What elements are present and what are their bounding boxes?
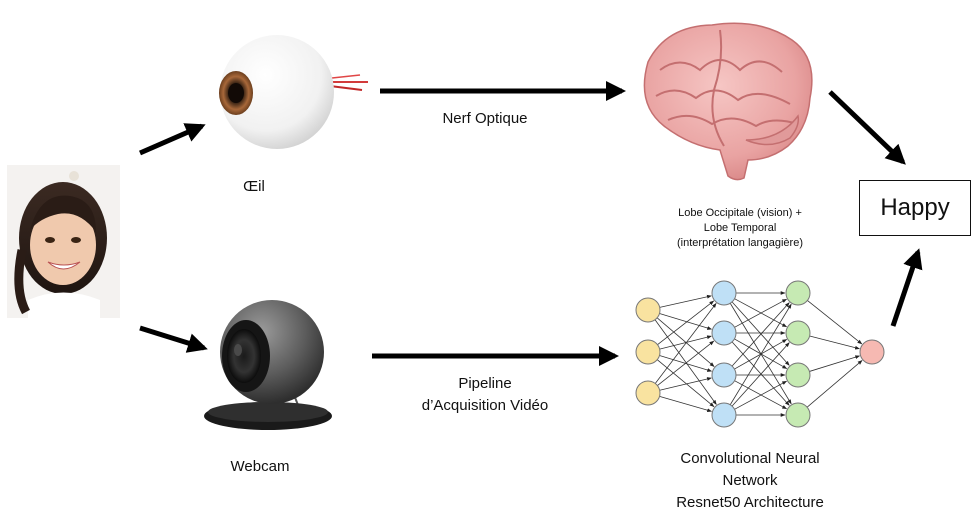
brain-label-line-2: Lobe Temporal xyxy=(703,222,777,234)
nn-edge xyxy=(809,355,861,372)
cnn-label-line-2: Network xyxy=(722,472,778,489)
brain-label-line-3: (interprétation langagière) xyxy=(677,237,803,249)
arrow-brain-to-output xyxy=(828,90,906,165)
nn-edge xyxy=(657,340,715,386)
nn-node xyxy=(785,402,811,428)
nn-node xyxy=(711,280,737,306)
pipeline-label-line-2: d’Acquisition Vidéo xyxy=(421,397,549,414)
output-label: Happy xyxy=(880,194,950,221)
nn-edge xyxy=(729,303,792,405)
nn-edge xyxy=(659,313,713,330)
nn-node xyxy=(711,320,737,346)
cnn-label: Convolutional Neural Network Resnet50 Ar… xyxy=(650,448,850,514)
brain-label-line-1: Lobe Occipitale (vision) + xyxy=(678,207,802,219)
nn-edge xyxy=(734,298,787,328)
webcam-label: Webcam xyxy=(230,458,290,475)
output-box: Happy xyxy=(859,180,971,236)
eye-label: Œil xyxy=(243,178,265,195)
nn-edge xyxy=(659,335,712,350)
nn-edge xyxy=(734,298,787,328)
nn-edge xyxy=(654,302,717,384)
arrow-photo-to-webcam xyxy=(139,325,208,353)
nn-node xyxy=(635,297,661,323)
webcam-icon xyxy=(204,300,332,430)
nn-edge xyxy=(656,317,715,367)
nn-node xyxy=(711,362,737,388)
nn-node xyxy=(711,402,737,428)
nn-node xyxy=(635,339,661,365)
nn-edge xyxy=(734,380,787,410)
nn-edge xyxy=(731,301,790,366)
eye-icon xyxy=(219,35,368,149)
pipeline-label-line-1: Pipeline xyxy=(458,375,512,392)
arrow-photo-to-eye xyxy=(139,123,206,156)
pipeline-label: Pipeline d’Acquisition Vidéo xyxy=(400,373,570,417)
nn-node xyxy=(635,380,661,406)
cnn-label-line-3: Resnet50 Architecture xyxy=(676,494,824,511)
nn-edge xyxy=(734,380,787,410)
nn-edge xyxy=(809,335,860,350)
nn-edge xyxy=(659,294,712,308)
nn-edge xyxy=(654,319,717,405)
nn-node xyxy=(785,280,811,306)
nn-edge xyxy=(734,338,788,369)
nn-edge xyxy=(731,302,790,367)
brain-label: Lobe Occipitale (vision) + Lobe Temporal… xyxy=(640,206,840,251)
arrow-cnn-to-output xyxy=(890,248,923,327)
nn-node xyxy=(785,320,811,346)
nn-edge xyxy=(657,300,715,345)
nn-edge xyxy=(807,300,863,345)
neural-network-icon xyxy=(635,280,885,428)
nn-node xyxy=(785,362,811,388)
nn-edge xyxy=(659,377,712,391)
nn-node xyxy=(859,339,885,365)
nn-edge xyxy=(806,360,863,408)
child-photo-icon xyxy=(7,165,120,318)
nn-edge xyxy=(731,341,790,406)
nn-edge xyxy=(656,359,715,408)
nn-edge xyxy=(731,342,790,407)
nn-edge xyxy=(659,395,712,413)
brain-icon xyxy=(643,22,813,181)
nerve-label: Nerf Optique xyxy=(442,110,528,127)
cnn-label-line-1: Convolutional Neural xyxy=(680,450,820,467)
